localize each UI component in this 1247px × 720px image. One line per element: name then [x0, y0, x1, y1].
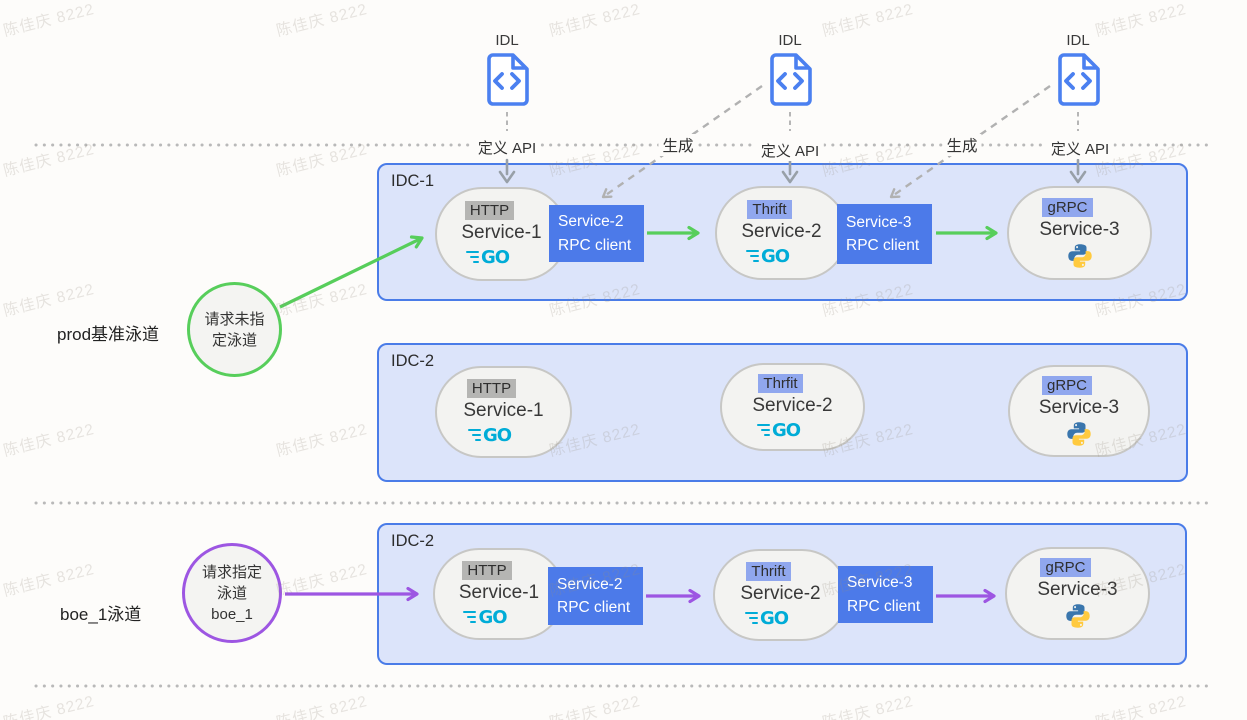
rpc-client-line: RPC client	[846, 237, 920, 254]
idl-label: IDL	[495, 32, 519, 49]
watermark-text: 陈佳庆 8222	[820, 0, 916, 40]
idc-label: IDC-2	[391, 532, 435, 550]
watermark-text: 陈佳庆 8222	[547, 0, 643, 40]
go-logo-icon: GO	[744, 607, 789, 629]
watermark-text: 陈佳庆 8222	[274, 560, 370, 600]
watermark-text: 陈佳庆 8222	[1, 140, 97, 180]
idc-label: IDC-2	[391, 352, 435, 370]
rpc-client-line: RPC client	[558, 236, 632, 254]
protocol-badge: HTTP	[462, 560, 512, 580]
idc-label: IDC-1	[391, 172, 435, 190]
lane-label-boe: boe_1泳道	[60, 605, 142, 624]
python-logo-icon	[1067, 421, 1091, 446]
go-logo-icon: GO	[467, 424, 512, 446]
protocol-badge: HTTP	[466, 378, 517, 398]
python-logo-icon	[1065, 604, 1090, 628]
service-node-idc2boe-service1: HTTP Service-1 GO	[433, 548, 565, 640]
idl-file-3: IDL	[1056, 32, 1100, 111]
service-name: Service-2	[752, 394, 833, 416]
rpc-client-line: Service-2	[558, 213, 624, 231]
rpc-client-line: Service-3	[846, 213, 912, 231]
service-node-idc2boe-service2: Thrift Service-2 GO	[713, 549, 848, 641]
watermark-text: 陈佳庆 8222	[820, 692, 916, 720]
protocol-badge: HTTP	[464, 200, 515, 220]
protocol-badge: Thrift	[747, 199, 792, 219]
request-circle-prod: 请求未指 定泳道	[187, 282, 282, 377]
service-node-idc2prod-service3: gRPC Service-3	[1008, 365, 1150, 457]
rpc-client-line: Service-2	[557, 575, 623, 593]
watermark-text: 陈佳庆 8222	[1093, 692, 1189, 720]
rpc-client-line: RPC client	[847, 597, 921, 615]
service-name: Service-3	[1037, 579, 1118, 600]
service-name: Service-1	[463, 399, 544, 421]
watermark-text: 陈佳庆 8222	[274, 140, 370, 180]
request-circle-boe: 请求指定 泳道 boe_1	[182, 543, 282, 643]
protocol-badge: gRPC	[1042, 197, 1093, 217]
watermark-text: 陈佳庆 8222	[1, 560, 97, 600]
generate-label: 生成	[658, 134, 698, 156]
rpc-client-box: Service-3 RPC client	[837, 204, 932, 264]
protocol-badge: Thrfit	[758, 373, 803, 393]
service-node-idc1-service1: HTTP Service-1 GO	[435, 187, 568, 281]
idl-label: IDL	[778, 32, 802, 49]
protocol-badge: gRPC	[1041, 375, 1092, 395]
watermark-text: 陈佳庆 8222	[274, 280, 370, 320]
go-logo-text: GO	[480, 246, 510, 268]
go-logo-icon: GO	[745, 245, 790, 267]
rpc-client-box: Service-3 RPC client	[838, 566, 933, 623]
idl-file-1: IDL	[485, 32, 529, 111]
watermark-text: 陈佳庆 8222	[1093, 0, 1189, 40]
generate-label: 生成	[942, 134, 982, 156]
service-name: Service-3	[1039, 218, 1120, 240]
watermark-text: 陈佳庆 8222	[1, 0, 97, 40]
idl-file-icon	[1058, 53, 1100, 106]
idl-file-icon	[487, 53, 529, 106]
service-name: Service-1	[458, 581, 540, 603]
go-logo-text: GO	[760, 245, 790, 267]
service-name: Service-3	[1038, 396, 1120, 418]
go-logo-icon: GO	[465, 246, 510, 268]
watermark-text: 陈佳庆 8222	[274, 692, 370, 720]
request-circle-text: 请求指定	[201, 563, 262, 581]
go-logo-text: GO	[478, 606, 507, 628]
watermark-text: 陈佳庆 8222	[274, 420, 370, 460]
define-api-label: 定义 API	[1045, 138, 1115, 159]
go-logo-text: GO	[482, 424, 512, 446]
idl-file-2: IDL	[768, 32, 812, 111]
service-node-idc2boe-service3: gRPC Service-3	[1005, 547, 1150, 640]
idl-label: IDL	[1066, 32, 1090, 49]
rpc-client-line: Service-3	[847, 574, 913, 592]
rpc-client-box: Service-2 RPC client	[548, 567, 643, 625]
protocol-badge: Thrift	[746, 561, 791, 581]
request-circle-text: 请求未指	[204, 310, 265, 328]
watermark-text: 陈佳庆 8222	[1, 692, 97, 720]
rpc-client-line: RPC client	[557, 599, 631, 616]
watermark-text: 陈佳庆 8222	[274, 0, 370, 40]
request-circle-text: 泳道	[216, 584, 247, 602]
python-logo-icon	[1067, 243, 1092, 268]
define-api-label: 定义 API	[755, 140, 825, 161]
service-name: Service-2	[740, 582, 821, 604]
request-circle-text: 定泳道	[211, 331, 257, 349]
service-node-idc1-service3: gRPC Service-3	[1007, 186, 1152, 280]
rpc-client-box: Service-2 RPC client	[549, 205, 644, 262]
protocol-badge: gRPC	[1040, 558, 1091, 577]
request-circle-text: boe_1	[211, 605, 253, 623]
go-logo-icon: GO	[463, 606, 508, 628]
lane-label-prod: prod基准泳道	[57, 325, 160, 344]
go-logo-text: GO	[759, 607, 789, 629]
service-node-idc1-service2: Thrift Service-2 GO	[715, 186, 848, 280]
service-name: Service-2	[741, 220, 822, 242]
service-node-idc2prod-service1: HTTP Service-1 GO	[435, 366, 572, 458]
watermark-text: 陈佳庆 8222	[1, 280, 97, 320]
define-api-label: 定义 API	[472, 137, 542, 158]
go-logo-text: GO	[771, 419, 801, 441]
service-name: Service-1	[461, 221, 542, 243]
go-logo-icon: GO	[756, 419, 801, 441]
service-node-idc2prod-service2: Thrfit Service-2 GO	[720, 363, 865, 451]
watermark-text: 陈佳庆 8222	[547, 692, 643, 720]
idl-file-icon	[770, 53, 812, 106]
watermark-text: 陈佳庆 8222	[1, 420, 97, 460]
